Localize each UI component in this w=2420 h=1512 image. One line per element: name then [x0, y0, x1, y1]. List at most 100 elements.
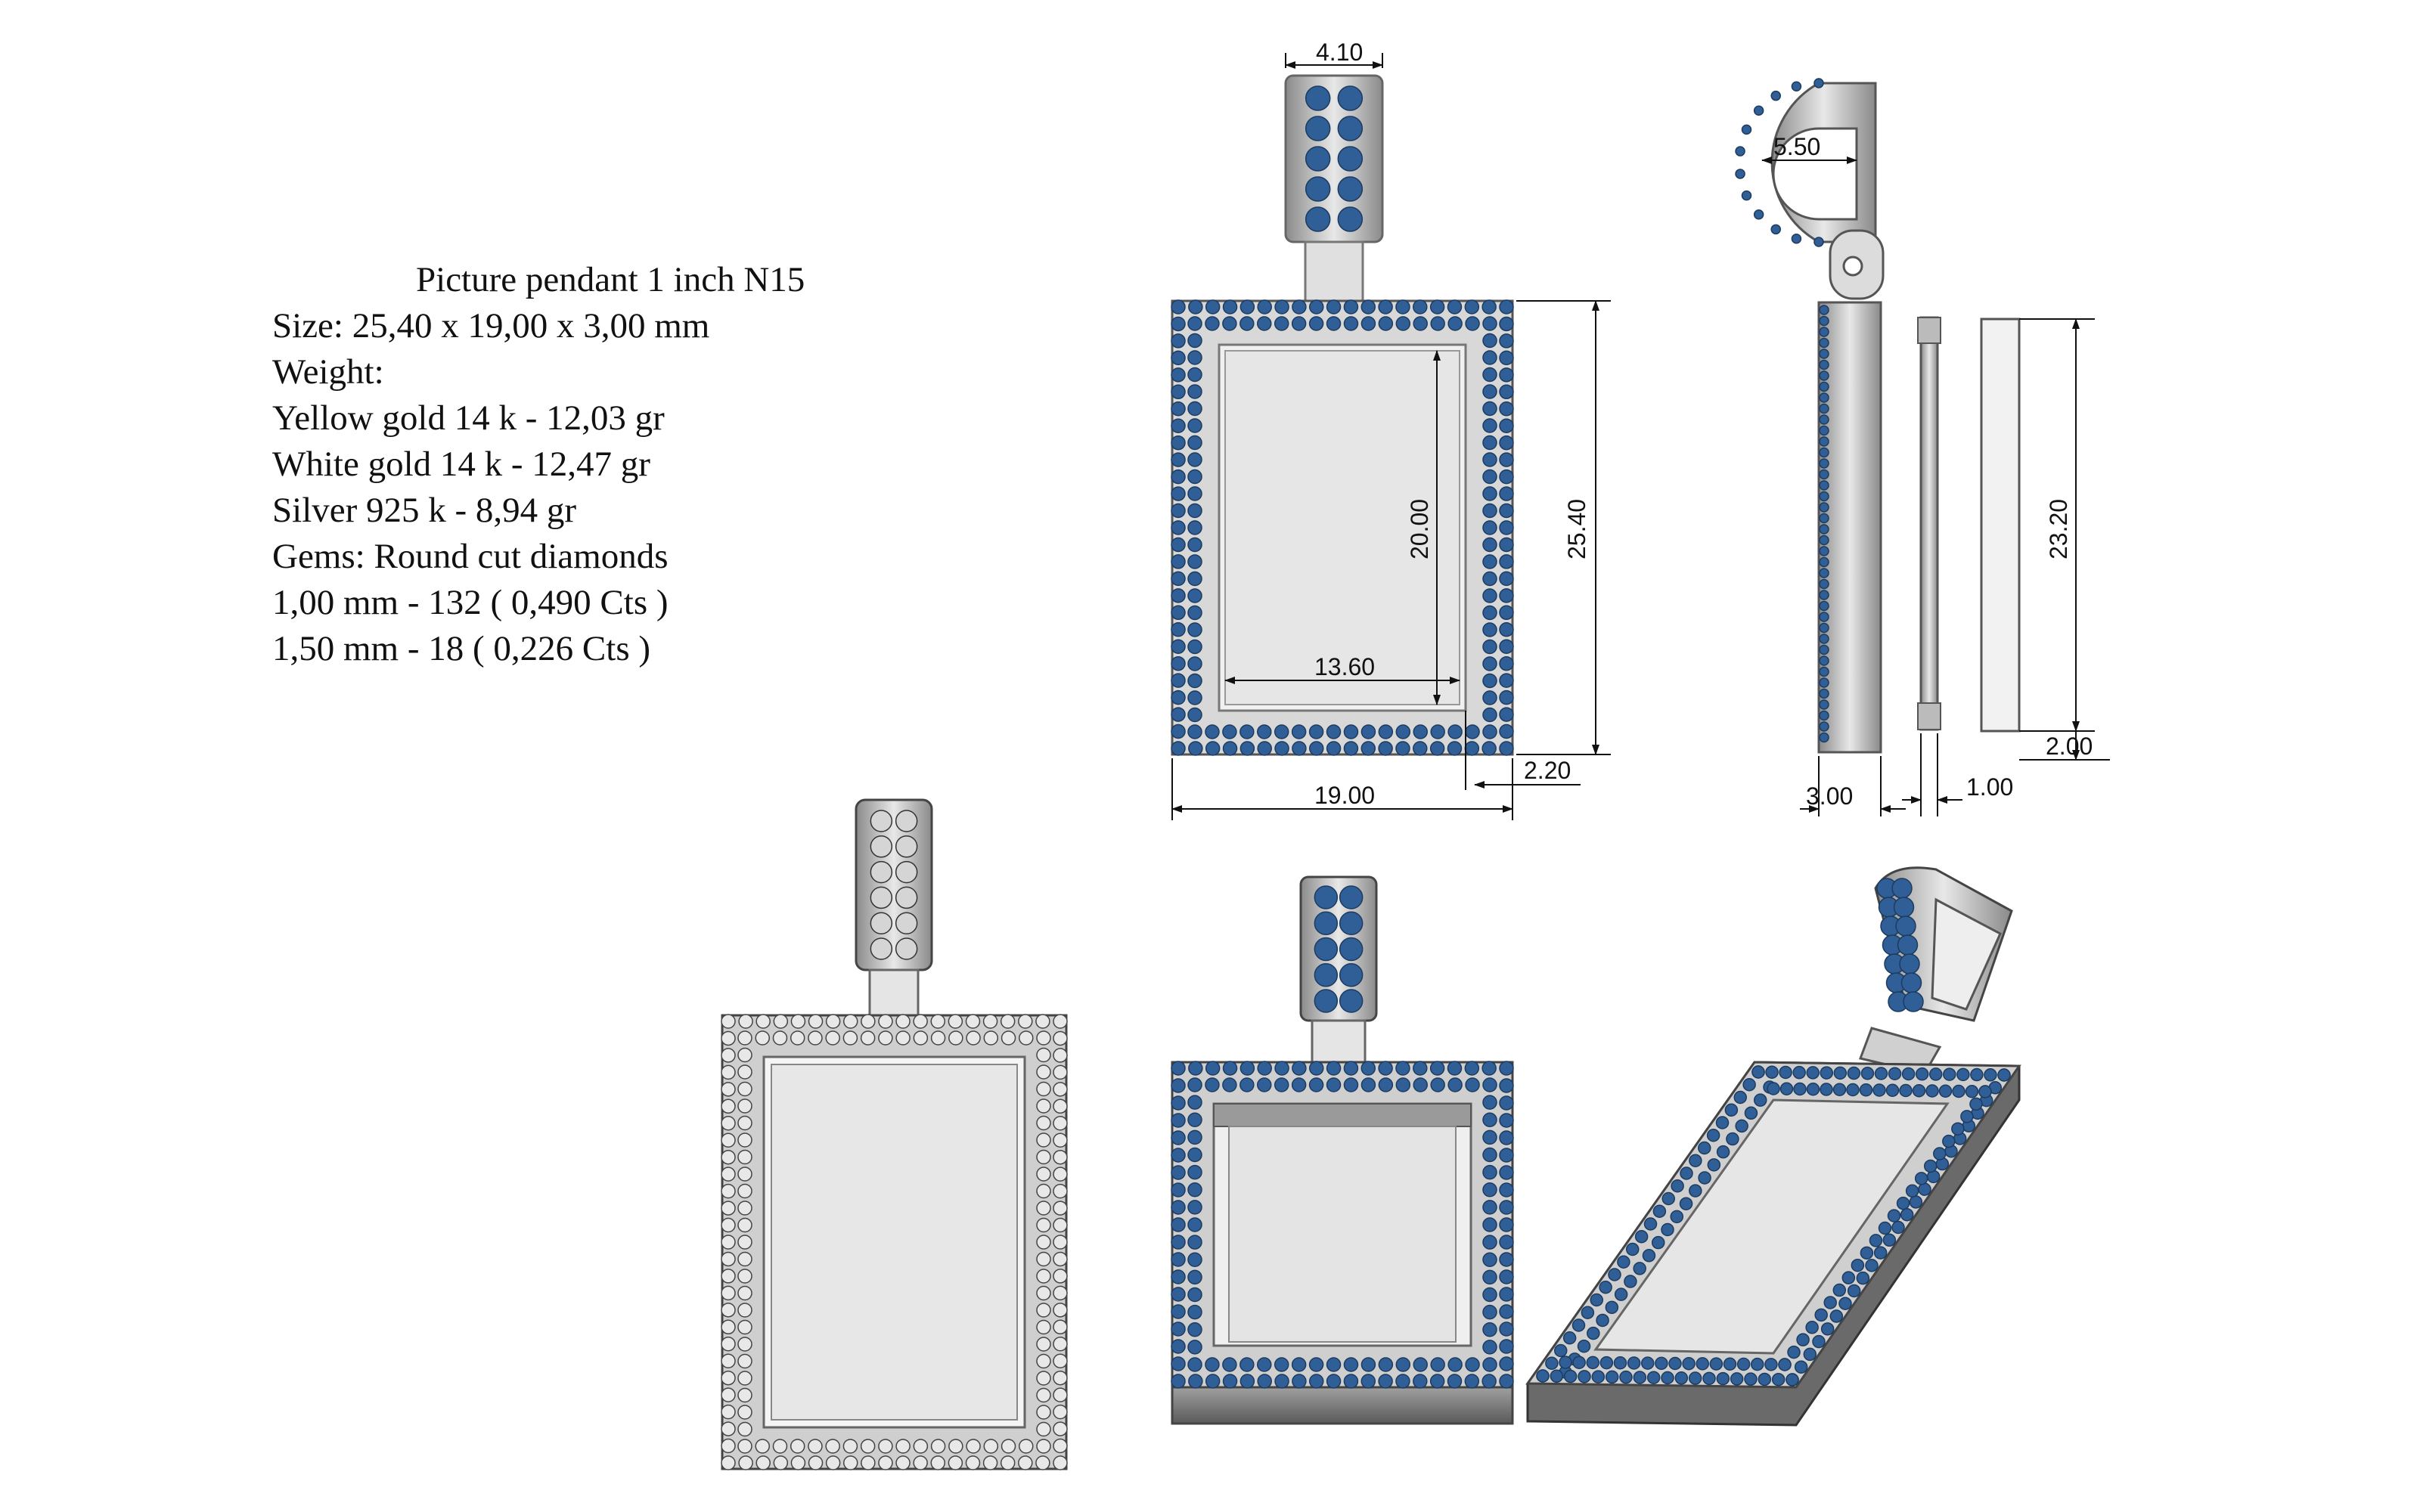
- gem-stone: [878, 1455, 893, 1470]
- gem-stone: [1187, 656, 1202, 671]
- gem-stone: [1668, 1356, 1682, 1371]
- gem-stone: [895, 1455, 911, 1470]
- gem-stone: [1447, 1374, 1463, 1389]
- gem-stone: [1643, 1217, 1658, 1231]
- gem-stone: [895, 1014, 911, 1029]
- gem-stone: [1970, 1067, 1984, 1082]
- gem-stone: [1619, 1370, 1633, 1384]
- gem-stone: [1187, 469, 1202, 485]
- gem-stone: [1429, 1061, 1445, 1076]
- gem-stone: [721, 1014, 736, 1029]
- gem-stone: [1499, 367, 1514, 383]
- gem-stone: [1465, 724, 1480, 739]
- frame-gems-iso: [1536, 1065, 2011, 1387]
- gem-stone: [1779, 1082, 1794, 1095]
- gem-stone: [1742, 1078, 1756, 1092]
- gem-stone: [1915, 1067, 1929, 1081]
- gem-stone: [1499, 452, 1514, 467]
- gem-stone: [1187, 401, 1202, 417]
- gem-stone: [1792, 1065, 1806, 1080]
- gem-stone: [1819, 556, 1829, 568]
- bail-opening: [1772, 127, 1858, 221]
- gem-stone: [1481, 1374, 1497, 1389]
- gem-stone: [772, 1439, 788, 1454]
- gem-stone: [1482, 520, 1497, 535]
- gem-stone: [1053, 1082, 1068, 1097]
- gem-stone: [808, 1455, 824, 1470]
- gem-stone: [1599, 1356, 1614, 1370]
- gem-stone: [1464, 1061, 1480, 1076]
- gem-stone: [1613, 1356, 1627, 1370]
- gem-stone: [1652, 1204, 1667, 1218]
- gem-stone: [738, 1014, 753, 1029]
- gem-stone: [1339, 911, 1364, 935]
- spec-gems: Gems: Round cut diamonds: [272, 537, 669, 576]
- gem-stone: [1499, 520, 1514, 535]
- spec-yellow-gold: Yellow gold 14 k - 12,03 gr: [272, 398, 665, 438]
- gem-stone: [1819, 677, 1829, 688]
- gem-stone: [1933, 1147, 1947, 1160]
- gem-stone: [1482, 1147, 1497, 1163]
- gem-stone: [1577, 1339, 1591, 1353]
- gem-stone: [982, 1455, 998, 1470]
- gem-stone: [1305, 176, 1331, 202]
- gem-stone: [1360, 299, 1376, 314]
- gem-stone: [1819, 590, 1829, 600]
- gem-stone: [1572, 1356, 1586, 1369]
- gem-stone: [1378, 316, 1394, 331]
- gem-stone: [1499, 1339, 1514, 1354]
- gem-stone: [1187, 588, 1202, 603]
- gem-stone: [1274, 299, 1289, 314]
- gem-stone: [737, 1064, 752, 1080]
- gem-stone: [1171, 741, 1186, 756]
- gem-stone: [1899, 1083, 1913, 1098]
- gem-stone: [1171, 1113, 1186, 1128]
- gem-stone: [1187, 418, 1202, 433]
- gem-stone: [1447, 316, 1463, 331]
- gem-stone: [1339, 937, 1364, 962]
- gem-stone: [895, 810, 918, 832]
- plate-edge: [1919, 316, 1939, 731]
- gem-stone: [737, 1371, 752, 1386]
- gem-stone: [1758, 1372, 1772, 1387]
- gem-stone: [1222, 724, 1237, 739]
- gem-stone: [1733, 1090, 1747, 1105]
- gem-stone: [1499, 1235, 1514, 1250]
- gem-stone: [1900, 972, 1922, 993]
- gem-stone: [1888, 1067, 1902, 1080]
- gem-stone: [1239, 316, 1255, 331]
- gem-stone: [1171, 1182, 1186, 1198]
- spec-gem-large: 1,50 mm - 18 ( 0,226 Cts ): [272, 629, 651, 668]
- gem-stone: [1257, 316, 1272, 331]
- gem-stone: [1378, 1374, 1393, 1389]
- gem-stone: [737, 1353, 752, 1369]
- gem-stone: [1205, 1061, 1221, 1076]
- gem-stone: [1053, 1251, 1068, 1267]
- gem-stone: [1036, 1030, 1051, 1046]
- gem-stone: [842, 1455, 858, 1470]
- gem-stone: [1222, 1061, 1238, 1076]
- gem-stone: [1562, 1331, 1577, 1345]
- gem-stone: [1847, 1066, 1861, 1080]
- render-isometric: [1525, 866, 2021, 1427]
- gem-stone: [1171, 537, 1186, 553]
- gem-stone: [721, 1404, 736, 1420]
- gem-stone: [1819, 655, 1829, 666]
- gem-stone: [1187, 486, 1202, 501]
- gem-stone: [1545, 1356, 1559, 1370]
- gem-stone: [1187, 333, 1202, 349]
- gem-stone: [1791, 233, 1802, 244]
- gem-stone: [1035, 1455, 1050, 1470]
- gem-stone: [1053, 1337, 1068, 1352]
- gem-stone: [861, 1455, 876, 1470]
- gem-stone: [1846, 1083, 1860, 1097]
- gem-stone: [1499, 605, 1514, 621]
- gem-stone: [1171, 350, 1186, 366]
- gem-stone: [721, 1269, 736, 1284]
- gem-stone: [1308, 724, 1324, 739]
- gem-stone: [721, 1337, 736, 1352]
- dim-bail-inner: 5.50: [1773, 133, 1820, 160]
- gem-stone: [1499, 723, 1514, 739]
- frame-gems-render: [1171, 1061, 1514, 1389]
- gem-stone: [1716, 1371, 1730, 1386]
